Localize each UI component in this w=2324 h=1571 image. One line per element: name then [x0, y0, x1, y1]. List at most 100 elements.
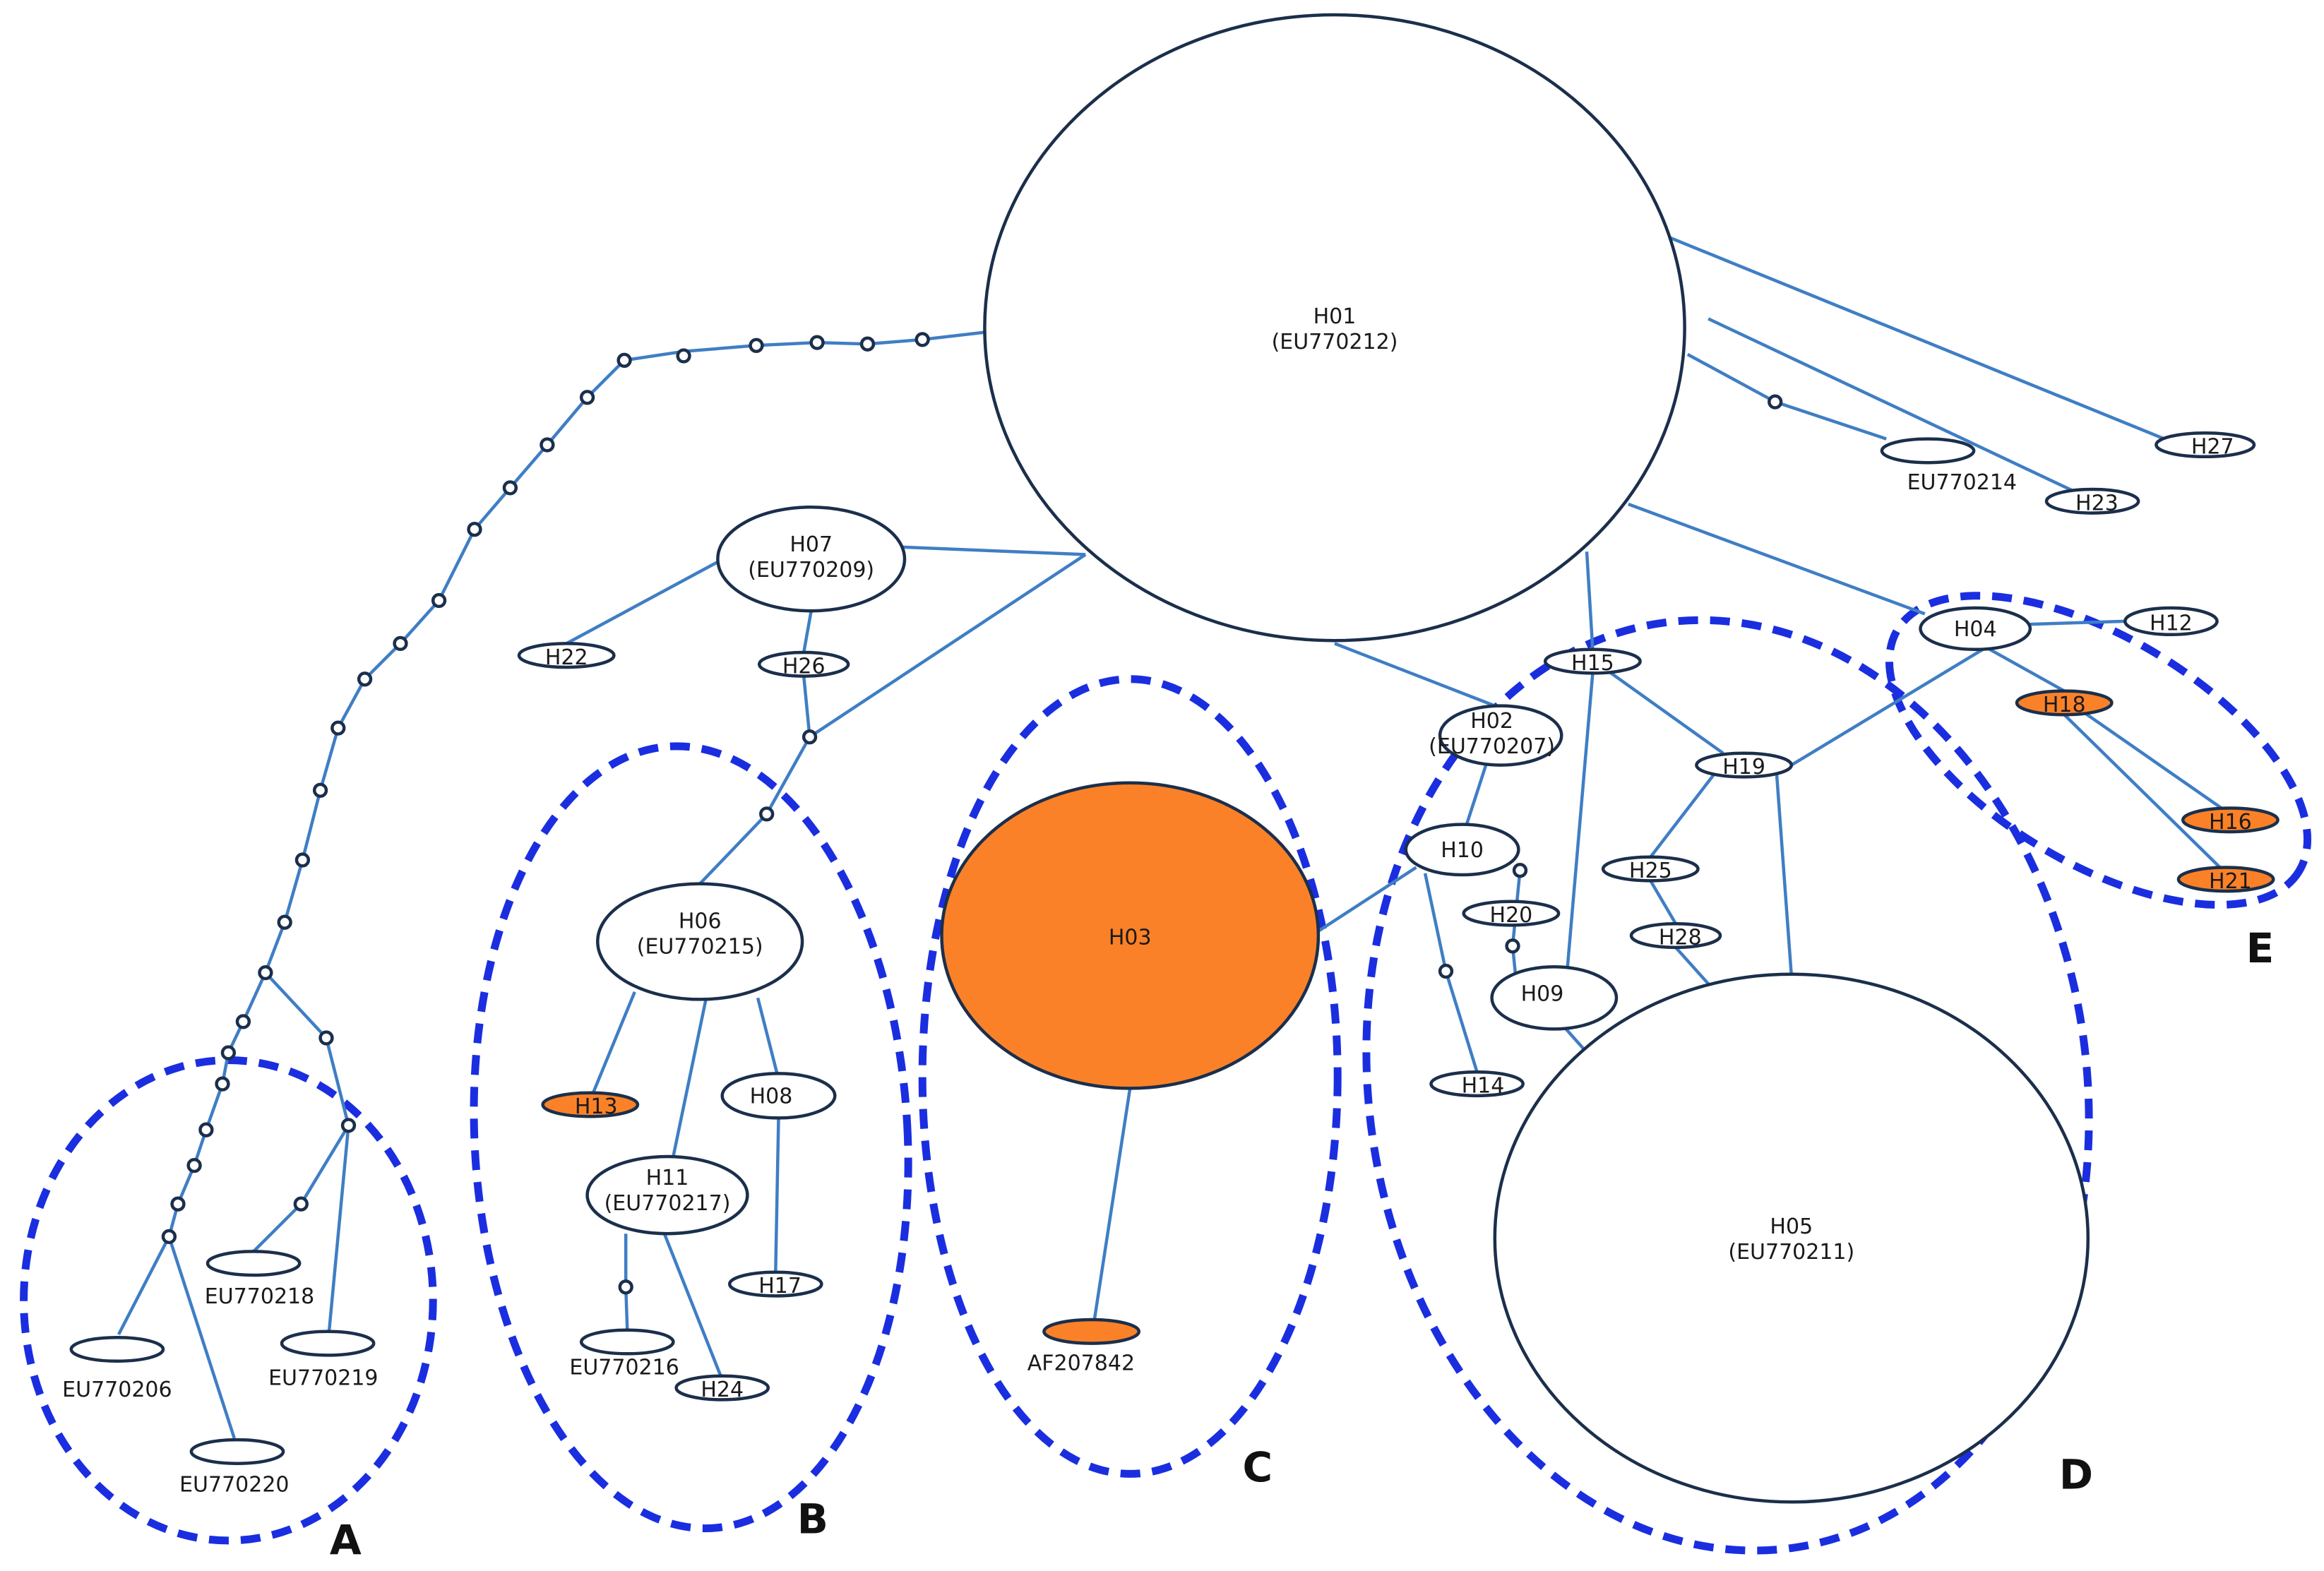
haplotype-node-h05: H05(EU770211): [1493, 972, 2090, 1504]
haplotype-label: H18: [2043, 693, 2086, 717]
haplotype-circle: [716, 505, 907, 613]
haplotype-node-h04: H04: [1919, 606, 2032, 652]
network-edge: [591, 991, 636, 1094]
median-vector: [186, 1157, 202, 1173]
haplotype-circle: [2155, 431, 2256, 459]
haplotype-label: EU770216: [569, 1356, 679, 1380]
haplotype-circle: [585, 1154, 749, 1236]
network-edge: [1649, 880, 1677, 925]
haplotype-label: H10: [1441, 838, 1484, 863]
haplotype-label: H20: [1490, 903, 1533, 928]
group-c: C: [918, 675, 1342, 1491]
haplotype-circle: [1880, 437, 1976, 465]
network-edge: [1317, 866, 1417, 933]
haplotype-label-line: H16: [2209, 810, 2252, 835]
haplotype-circle: [720, 1072, 837, 1120]
haplotype-label-line: H20: [1490, 903, 1533, 928]
median-vector: [1512, 863, 1528, 878]
network-edge: [1986, 646, 2066, 693]
haplotype-circle: [205, 1250, 302, 1277]
haplotype-circle: [1042, 1318, 1141, 1345]
haplotype-node-h18: H18: [2015, 689, 2114, 717]
haplotype-label: H02(EU770207): [1429, 709, 1555, 759]
haplotype-circle: [1404, 823, 1520, 877]
median-vector: [579, 390, 595, 405]
haplotype-circle: [940, 781, 1321, 1090]
network-edge: [117, 330, 987, 1336]
network-edge: [1686, 352, 1887, 441]
haplotype-label: H12: [2150, 611, 2193, 636]
haplotype-circle: [727, 1270, 823, 1298]
haplotype-label: H06(EU770215): [637, 909, 763, 960]
haplotype-node-h19: H19: [1695, 751, 1794, 779]
haplotype-circle: [2176, 866, 2275, 893]
haplotype-node-h21: H21: [2176, 866, 2275, 894]
haplotype-label-line: H01: [1313, 304, 1357, 329]
haplotype-label-line: H27: [2191, 435, 2234, 460]
group-e-outline: [1885, 592, 2312, 909]
network-edge: [264, 972, 350, 1330]
group-e-label: E: [2246, 924, 2275, 972]
haplotype-node-h16: H16: [2181, 806, 2280, 835]
haplotype-node-eu770206: EU770206: [62, 1335, 172, 1402]
haplotype-circle: [1493, 972, 2090, 1504]
haplotype-circle: [541, 1091, 640, 1118]
median-vector: [467, 522, 482, 537]
network-edge: [2084, 712, 2223, 810]
haplotype-label-line: AF207842: [1027, 1351, 1135, 1375]
haplotype-label-line: H15: [1571, 651, 1614, 676]
network-edge: [252, 1124, 350, 1253]
haplotype-node-h11: H11(EU770217): [585, 1154, 749, 1236]
median-vector: [215, 1076, 230, 1092]
haplotype-node-h14: H14: [1429, 1070, 1525, 1099]
median-vector: [220, 1045, 237, 1061]
haplotype-label-line: (EU770211): [1728, 1240, 1854, 1265]
median-vector: [258, 964, 273, 981]
haplotype-label: H28: [1659, 926, 1702, 950]
haplotype-label-line: H25: [1629, 859, 1672, 883]
haplotype-circle: [1490, 964, 1619, 1031]
haplotype-label-line: H04: [1954, 617, 1997, 642]
network-edge: [2030, 619, 2126, 626]
median-vector: [294, 852, 311, 868]
network-edge: [698, 676, 811, 885]
group-b-outline: [470, 742, 912, 1533]
network-edge: [566, 560, 719, 645]
median-vector: [914, 332, 930, 347]
haplotype-label-line: H19: [1722, 755, 1765, 779]
haplotype-label-line: EU770216: [569, 1356, 679, 1380]
network-edge: [1790, 647, 1984, 767]
haplotype-label-line: H08: [750, 1084, 793, 1109]
haplotype-node-eu770214: EU770214: [1880, 437, 2017, 495]
group-b-label: B: [797, 1495, 828, 1543]
median-vector: [616, 352, 632, 368]
haplotype-label-line: H13: [575, 1094, 618, 1119]
haplotype-nodes: H01(EU770212)H02(EU770207)H03H04H05(EU77…: [62, 13, 2280, 1504]
haplotype-label-line: EU770218: [205, 1284, 314, 1309]
haplotype-circle: [2044, 487, 2140, 515]
median-vector: [809, 335, 825, 350]
network-edge: [1775, 772, 1794, 976]
network-edge: [1092, 1088, 1132, 1320]
haplotype-label: H04: [1954, 617, 1997, 642]
median-vector: [235, 1014, 251, 1029]
haplotype-circle: [596, 882, 804, 1001]
haplotype-label: H16: [2209, 810, 2252, 835]
group-d: D: [1362, 616, 2093, 1555]
haplotype-circle: [69, 1335, 165, 1363]
haplotype-label: H11(EU770217): [604, 1166, 731, 1216]
network-edge: [902, 545, 1086, 556]
haplotype-circle: [1695, 751, 1794, 779]
network-edge: [774, 1118, 780, 1272]
median-vector: [330, 720, 346, 736]
haplotype-node-h26: H26: [757, 650, 850, 679]
median-vector: [618, 1279, 633, 1295]
haplotype-label-line: (EU770215): [637, 935, 763, 960]
haplotype-label: H13: [575, 1094, 618, 1119]
network-edge: [1334, 642, 1496, 707]
haplotype-label: H22: [545, 645, 588, 670]
median-vector: [1438, 963, 1454, 979]
network-edges: [117, 231, 2223, 1439]
